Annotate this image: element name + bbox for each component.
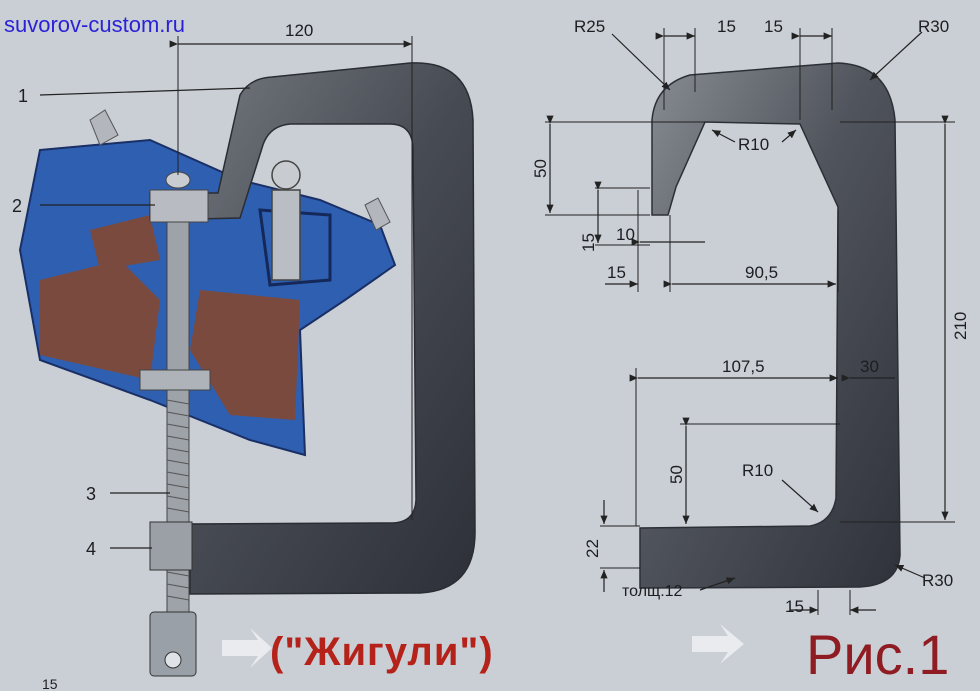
spring-seat <box>149 189 209 223</box>
clamp-frame <box>149 62 476 595</box>
valve-plate <box>139 369 211 391</box>
left-illustration: 120 1 2 3 4 15 <box>12 21 476 691</box>
handle-hole-icon <box>164 651 182 669</box>
dim-r10-bottom: R10 <box>742 461 773 480</box>
model-caption: ("Жигули") <box>270 630 494 674</box>
site-watermark: suvorov-custom.ru <box>4 12 185 37</box>
dim-30: 30 <box>860 357 879 376</box>
figure-label: Рис.1 <box>806 623 950 686</box>
dim-15-side: 15 <box>607 263 626 282</box>
dim-r25: R25 <box>574 17 605 36</box>
dim-extension-lines <box>545 28 955 615</box>
dim-22: 22 <box>583 539 602 558</box>
radius-leaders <box>611 31 926 591</box>
dim-r10-top: R10 <box>738 135 769 154</box>
dim-thickness: толщ.12 <box>622 583 683 600</box>
dim-10: 10 <box>616 225 635 244</box>
dim-15-left: 15 <box>579 233 598 252</box>
dim-107-5: 107,5 <box>722 357 765 376</box>
dim-top-15-a: 15 <box>717 17 736 36</box>
dim-15-bottom: 15 <box>785 597 804 616</box>
leader-1 <box>39 87 251 96</box>
dim-bottom-15: 15 <box>42 676 58 691</box>
arrow-right-icon <box>692 624 744 664</box>
nut-block <box>149 521 193 571</box>
callout-4: 4 <box>86 539 96 559</box>
dim-top-15-b: 15 <box>764 17 783 36</box>
screw-handle <box>149 611 197 677</box>
callout-1: 1 <box>18 86 28 106</box>
bracket-shape <box>639 62 901 589</box>
callout-2: 2 <box>12 196 22 216</box>
dim-210: 210 <box>951 312 970 340</box>
dim-lines <box>546 32 949 614</box>
dim-r30-bottom: R30 <box>922 571 953 590</box>
cylinder-head-cutaway <box>18 109 397 457</box>
screw-thread <box>166 399 190 601</box>
dim-120: 120 <box>285 21 313 40</box>
right-technical-drawing: R25 15 15 R30 R10 50 15 10 15 90,5 210 1… <box>531 17 970 616</box>
arrow-left-icon <box>222 628 272 668</box>
dim-r30-top: R30 <box>918 17 949 36</box>
dim-50-top: 50 <box>531 159 550 178</box>
dim-90-5: 90,5 <box>745 263 778 282</box>
dim-50-bottom: 50 <box>667 465 686 484</box>
callout-3: 3 <box>86 484 96 504</box>
